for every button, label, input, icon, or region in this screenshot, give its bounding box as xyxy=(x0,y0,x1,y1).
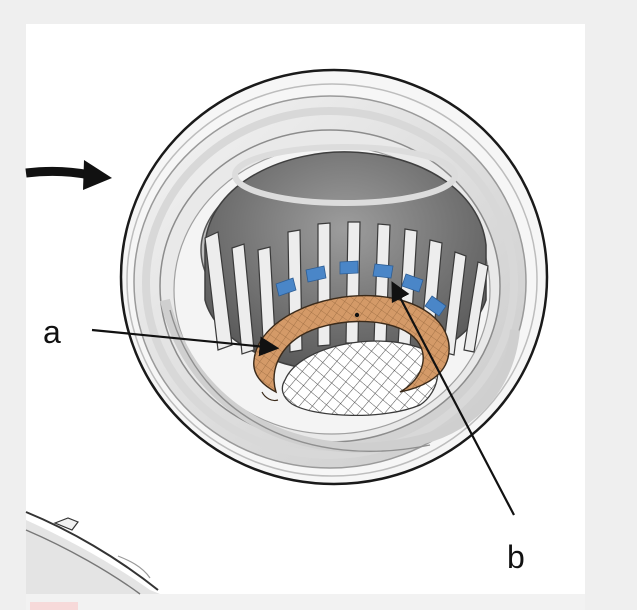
callout-label-a: a xyxy=(43,314,61,350)
adjacent-housing-fragment xyxy=(25,511,160,595)
retaining-tabs xyxy=(275,260,447,317)
seal-ring xyxy=(253,294,450,402)
callout-label-b: b xyxy=(507,539,525,575)
panel-bottom-strip xyxy=(26,594,585,610)
strainer-mesh xyxy=(281,340,439,417)
rotation-arrow xyxy=(25,160,112,190)
leader-line-a xyxy=(91,328,280,357)
leader-line-b xyxy=(391,281,515,516)
corner-mark xyxy=(30,602,78,610)
